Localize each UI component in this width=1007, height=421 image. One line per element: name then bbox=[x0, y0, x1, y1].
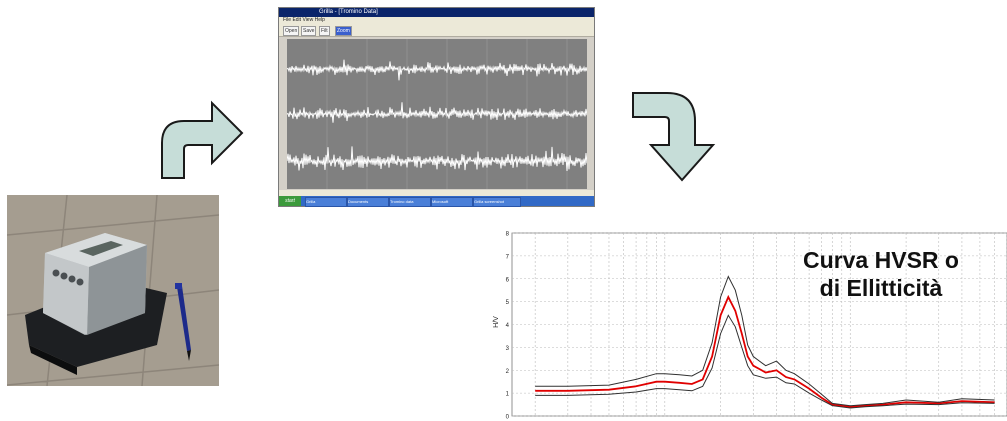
taskbar-item[interactable]: Grilla bbox=[305, 197, 347, 207]
start-button[interactable]: start bbox=[279, 196, 301, 206]
y-tick-label: 8 bbox=[506, 232, 510, 238]
taskbar-item[interactable]: Tromino data bbox=[389, 197, 431, 207]
curved-arrow-down-right-icon bbox=[632, 92, 716, 182]
y-tick-label: 7 bbox=[506, 254, 510, 260]
hvsr-title-line-1: Curva HVSR o bbox=[803, 247, 959, 273]
y-tick-label: 0 bbox=[506, 415, 510, 421]
toolbar-button-zoom[interactable]: Zoom bbox=[335, 26, 352, 36]
curved-arrow-up-right-icon bbox=[161, 100, 244, 179]
y-tick-labels: 0 1 2 3 4 5 6 7 8 bbox=[506, 232, 510, 421]
series-bound-line bbox=[535, 275, 995, 407]
window-title: Grilla - [Tromino Data] bbox=[319, 9, 378, 15]
y-tick-label: 2 bbox=[506, 369, 510, 375]
y-tick-label: 6 bbox=[506, 277, 510, 283]
toolbar-button-open[interactable]: Open bbox=[283, 26, 300, 36]
software-screenshot: Grilla - [Tromino Data] File Edit View H… bbox=[278, 7, 595, 207]
menu-bar bbox=[279, 17, 594, 24]
taskbar-item[interactable]: Documents bbox=[347, 197, 389, 207]
waveform-plot bbox=[286, 39, 588, 189]
y-tick-label: 1 bbox=[506, 392, 510, 398]
status-bar bbox=[279, 190, 594, 196]
menu-items[interactable]: File Edit View Help bbox=[283, 17, 325, 23]
hvsr-curve-title: Curva HVSR o di Ellitticità bbox=[756, 246, 1006, 302]
waveform-trace-3 bbox=[286, 146, 588, 172]
device-photo bbox=[7, 195, 219, 386]
hvsr-chart: 0 1 2 3 4 5 6 7 8 bbox=[506, 232, 1007, 421]
waveform-trace-2 bbox=[286, 102, 588, 123]
toolbar-button-filter[interactable]: Filt bbox=[319, 26, 330, 36]
waveform-traces bbox=[286, 39, 588, 189]
y-axis-label: H/V bbox=[493, 316, 500, 328]
taskbar-item[interactable]: Grilla screenshot bbox=[473, 197, 521, 207]
series-bound-line bbox=[535, 314, 995, 409]
window-titlebar bbox=[279, 8, 594, 17]
hvsr-title-line-2: di Ellitticità bbox=[819, 275, 943, 301]
toolbar-button-save[interactable]: Save bbox=[301, 26, 317, 36]
y-tick-label: 4 bbox=[506, 323, 510, 329]
taskbar-item[interactable]: Microsoft bbox=[431, 197, 473, 207]
y-tick-label: 5 bbox=[506, 300, 510, 306]
toolbar bbox=[279, 24, 594, 37]
chart-series bbox=[535, 275, 995, 409]
y-tick-label: 3 bbox=[506, 346, 510, 352]
waveform-trace-1 bbox=[286, 59, 588, 81]
series-mean-line bbox=[535, 294, 995, 408]
